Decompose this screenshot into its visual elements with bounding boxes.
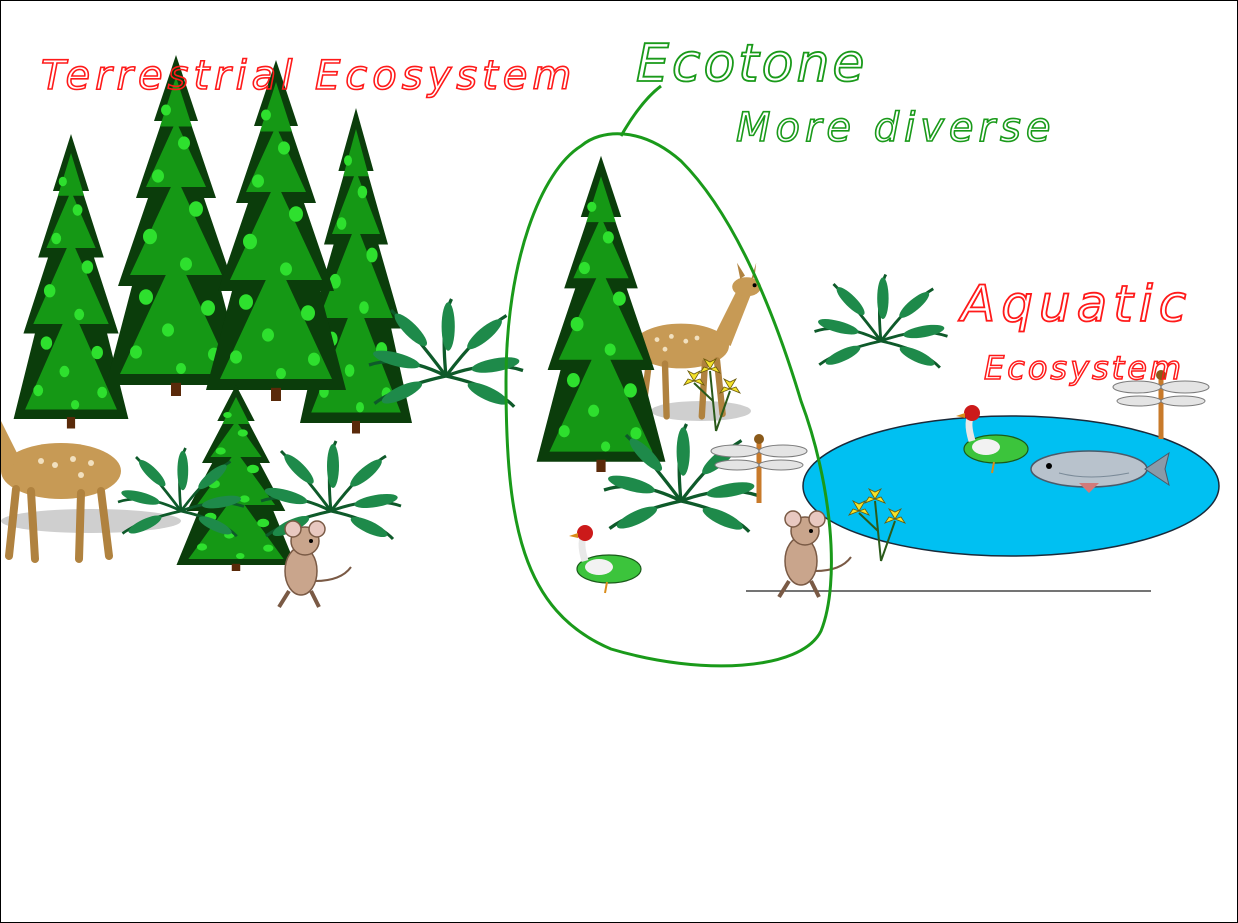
fern-icon xyxy=(813,273,949,371)
fern-icon xyxy=(259,439,403,543)
ecotone-loop xyxy=(504,132,833,668)
tree-icon xyxy=(536,155,666,473)
aquatic-label-line1: Aquatic xyxy=(958,275,1192,333)
mouse-icon xyxy=(277,519,353,609)
pond xyxy=(802,415,1220,557)
aquatic-label-line2: Ecosystem xyxy=(984,349,1184,387)
tree-icon xyxy=(176,385,296,571)
deer-icon xyxy=(633,263,761,417)
tree-icon xyxy=(206,59,346,401)
terrestrial-label: Terrestrial Ecosystem xyxy=(41,53,576,99)
ecotone-label: Ecotone xyxy=(636,34,867,94)
more-diverse-label: More diverse xyxy=(736,105,1055,151)
ecotone-pointer-line xyxy=(619,84,662,137)
duck-icon xyxy=(569,525,641,593)
